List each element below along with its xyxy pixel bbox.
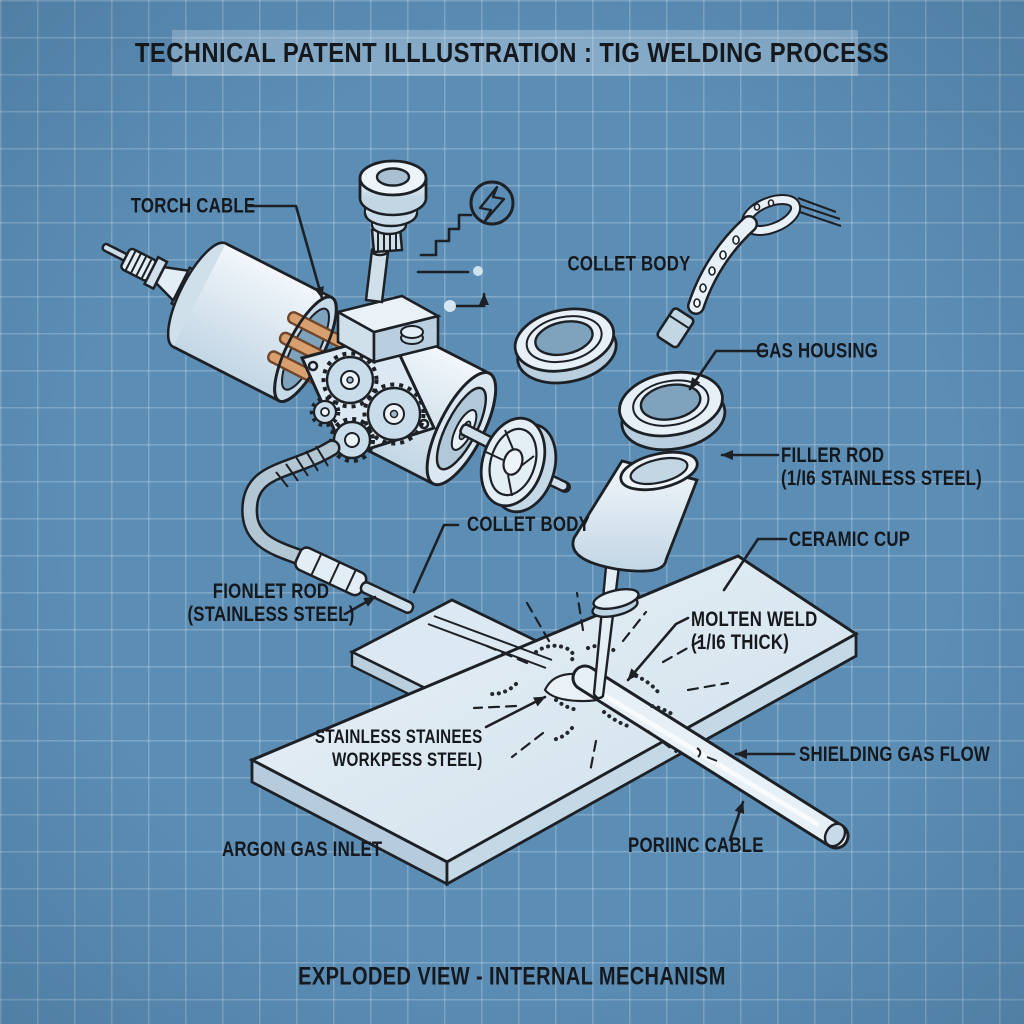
gear — [321, 351, 379, 409]
circuit-line — [416, 213, 489, 312]
label-poriinc-cable: PORIINC CABLE — [628, 834, 764, 857]
label-argon-gas-inlet: ARGON GAS INLET — [222, 838, 383, 861]
collet-rod — [359, 581, 415, 614]
workpiece-plate — [248, 554, 859, 887]
page-title: TECHNICAL PATENT ILLLUSTRATION : TIG WEL… — [134, 37, 890, 68]
label-molten-weld: MOLTEN WELD (1/I6 THICK) — [691, 608, 818, 654]
leader-collet-mid — [412, 523, 460, 594]
label-fionlet-rod: FIONLET ROD (STAINLESS STEEL) — [187, 580, 355, 626]
spark-field — [472, 591, 730, 774]
adjustment-knob — [358, 159, 428, 304]
leader-gas-housing — [688, 349, 765, 391]
ceramic-cup — [571, 450, 699, 573]
title-band — [172, 30, 858, 76]
label-torch-cable: TORCH CABLE — [130, 194, 256, 218]
label-shielding-gas: SHIELDING GAS FLOW — [799, 743, 990, 766]
label-filler-rod: FILLER ROD (1/I6 STAINLESS STEEL) — [781, 444, 982, 490]
leader-lines — [247, 204, 796, 842]
leader-torch-cable — [247, 204, 324, 300]
label-collet-body-mid: COLLET BODY — [467, 513, 591, 536]
gas-housing-ring — [618, 370, 727, 452]
washer-ring — [513, 307, 618, 385]
gear — [329, 417, 375, 463]
torch-hose — [241, 439, 415, 614]
leader-ceramic-cup — [722, 537, 788, 592]
gear — [309, 396, 341, 428]
leader-poriinc-cable — [728, 800, 745, 842]
tungsten-electrode — [591, 554, 640, 700]
bottom-caption: EXPLODED VIEW - INTERNAL MECHANISM — [298, 962, 726, 991]
drive-wheel — [479, 416, 571, 514]
label-workpiece: STAINLESS STAINEES WORKPESS STEEL) — [315, 727, 483, 771]
leader-molten-weld — [626, 616, 690, 682]
lightning-icon — [469, 180, 515, 226]
label-collet-body-top: COLLET BODY — [567, 252, 691, 276]
leader-workpiece — [484, 695, 547, 729]
label-gas-housing: GAS HOUSING — [755, 339, 879, 363]
gear — [362, 382, 426, 446]
collet-body-tube — [656, 194, 842, 349]
label-ceramic-cup: CERAMIC CUP — [789, 528, 911, 551]
leader-fionlet-rod — [343, 595, 377, 616]
filler-rod-cylinder — [571, 664, 850, 850]
